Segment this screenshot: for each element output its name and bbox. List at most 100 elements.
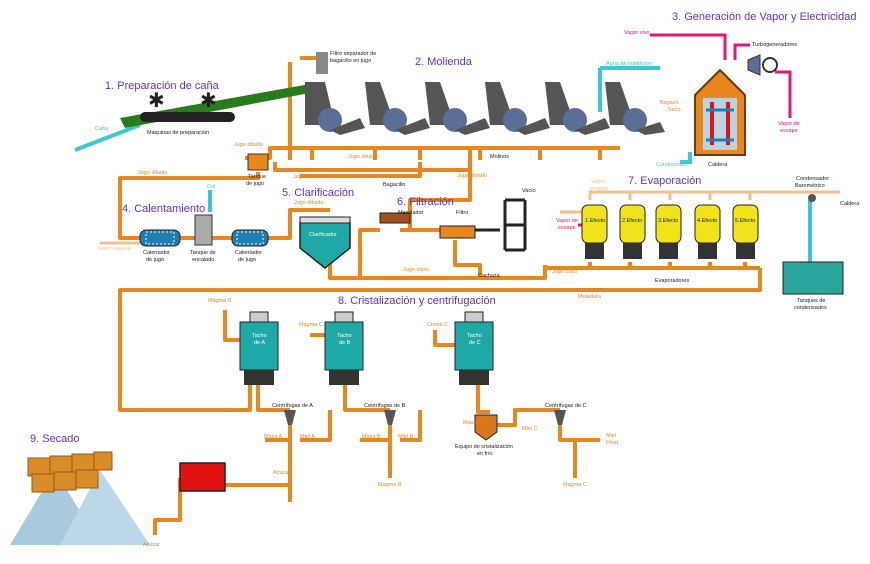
- pipe-azucar: [153, 440, 292, 535]
- title-generacion: 3. Generación de Vapor y Electricidad: [672, 11, 856, 23]
- star-cutter-2: ✱: [200, 90, 217, 112]
- label-jugo-diluido-1: Jugo diluido: [234, 142, 263, 148]
- label-cal: Cal: [207, 184, 215, 190]
- label-magma-b-out: Magma B: [378, 482, 402, 488]
- barometric-condenser: [808, 194, 816, 202]
- label-masa-b: Masa B: [362, 434, 381, 440]
- section-titles: 1. Preparación de caña 2. Molienda 3. Ge…: [30, 11, 856, 445]
- centrifuge-c: [554, 410, 566, 425]
- centrifuge-b: [384, 410, 396, 425]
- label-tanque-jugo-1: Tanque: [248, 174, 266, 180]
- title-evaporacion: 7. Evaporación: [628, 175, 701, 187]
- dryer-boxes: [27, 451, 113, 493]
- label-tanque-encalado-1: Tanque de: [190, 250, 216, 256]
- title-cristalizacion: 8. Cristalización y centrifugación: [338, 295, 496, 307]
- pipe-techo-a-in: [223, 310, 240, 342]
- generator: [762, 57, 778, 73]
- label-condensado: Condensado: [656, 162, 687, 168]
- label-miel-final-1: Miel: [606, 433, 616, 439]
- pipe-centrifuge-lines: [265, 408, 600, 442]
- steam-vivo: [650, 33, 727, 60]
- label-agua-imbibicion: Agua de imbibición: [606, 61, 652, 67]
- effect-1: [581, 204, 608, 259]
- filter-separator: [316, 52, 328, 74]
- label-caldera: Caldera: [708, 162, 728, 168]
- label-jugo-filtrado: Jugo filtrado: [457, 173, 487, 179]
- label-filtro-sep-1: Filtro separador de: [330, 51, 376, 57]
- mill-6: [605, 82, 665, 135]
- pipe-techo-c-out: [476, 385, 490, 414]
- steam-escape: [775, 70, 792, 118]
- juice-tank: [247, 153, 269, 171]
- mill-5: [545, 82, 610, 135]
- label-equipo-2: en frío: [477, 451, 493, 457]
- label-maquinas: Máquinas de preparación: [147, 130, 209, 136]
- pipe-filter-loop: [400, 170, 482, 278]
- label-tanques-cond-1: Tanques de: [797, 298, 825, 304]
- label-turbogeneradores: Turbogeneradores: [752, 42, 797, 48]
- label-clarificador: Clarificador: [309, 232, 337, 238]
- label-techo-b-2: de B: [339, 340, 351, 346]
- heater-a: [139, 229, 181, 247]
- label-jugo-claro-1: Jugo claro: [403, 267, 428, 273]
- effect-2: [619, 204, 646, 259]
- red-dryer: [179, 462, 226, 492]
- filtration: [379, 198, 527, 252]
- label-calentador-a-2: de jugo: [146, 257, 164, 263]
- pipe-techo-b-out: [343, 385, 390, 412]
- label-tanques-cond-2: condensados: [794, 305, 827, 311]
- label-vapor-vegetal-evap-2: vegetal: [590, 186, 608, 192]
- drying: [10, 451, 226, 545]
- label-vapor-escape-1: Vapor de: [778, 121, 800, 127]
- label-masa-a: Masa A: [264, 434, 283, 440]
- vapor-evap-top: [588, 190, 780, 200]
- label-jugo-claro-2: Jugo claro: [552, 269, 577, 275]
- label-cachaza: Cachaza: [478, 273, 501, 279]
- vacuum-unit: [475, 198, 527, 252]
- effect-3: [655, 204, 682, 259]
- star-cutter-1: ✱: [148, 90, 165, 112]
- effect-5: [732, 204, 759, 259]
- label-magma-b: Magma B: [208, 298, 232, 304]
- label-magma-c: Magma C: [299, 322, 323, 328]
- liming-tank: [194, 214, 213, 246]
- cane-preparation: ✱ ✱: [120, 84, 315, 128]
- vapor-lines: [100, 190, 780, 245]
- title-preparacion: 1. Preparación de caña: [105, 80, 220, 92]
- label-miel-c: Miel C: [522, 426, 538, 432]
- pipe-mills-juice: [245, 146, 620, 160]
- pipe-juice-return: [273, 150, 472, 178]
- label-filtro-sep-2: bagacillo en jugo: [330, 58, 371, 64]
- label-techo-a-2: de A: [254, 340, 265, 346]
- label-molinos: Molinos: [490, 154, 509, 160]
- label-vapor-escape-2: escape: [780, 128, 798, 134]
- label-calentador-b-2: de jugo: [238, 257, 256, 263]
- mills: [247, 52, 665, 171]
- boiler-inner: [703, 98, 737, 150]
- mill-2: [365, 82, 430, 135]
- label-efecto-4: 4.Efecto: [697, 218, 717, 224]
- label-centrifugas-b: Centrífugas de B: [364, 403, 406, 409]
- clarifier-tank: [299, 221, 351, 269]
- label-centrifugas-c: Centrífugas de C: [545, 403, 587, 409]
- crystallization: [239, 311, 566, 441]
- title-secado: 9. Secado: [30, 433, 80, 445]
- mixer: [379, 212, 411, 224]
- label-bagazo-2: Seco: [668, 107, 681, 113]
- pipe-evap-chain: [545, 262, 760, 270]
- water-condensado: [680, 152, 692, 164]
- label-techo-a-1: Tacho: [252, 333, 267, 339]
- boiler: [694, 54, 778, 156]
- pipe-techo-c-in: [433, 330, 455, 347]
- label-efecto-1: 1.Efecto: [585, 218, 605, 224]
- label-condensador-1: Condensador: [796, 176, 829, 182]
- boiler-coil-blue: [706, 108, 734, 142]
- title-molienda: 2. Molienda: [415, 56, 473, 68]
- equipment-labels: Caña Máquinas de preparación Filtro sepa…: [95, 30, 860, 548]
- label-masa-c: Masa C: [463, 420, 482, 426]
- mill-3: [425, 82, 490, 135]
- title-filtracion: 6. Filtración: [397, 196, 454, 208]
- tacho-a: [239, 311, 279, 385]
